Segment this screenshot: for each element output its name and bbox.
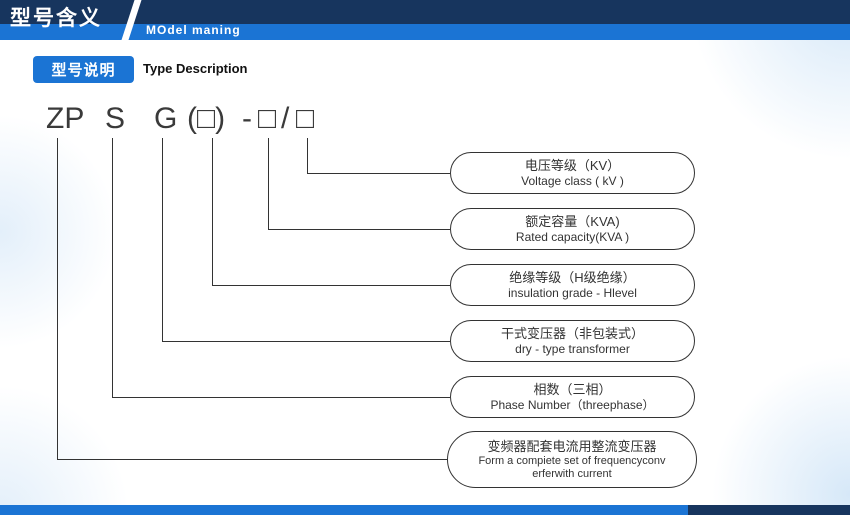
bottom-bar: [0, 505, 850, 515]
pill-phase-number: 相数（三相） Phase Number（threephase）: [450, 376, 695, 418]
code-part-s: S: [105, 102, 126, 135]
connector-line: [307, 173, 450, 174]
pill-insulation-grade: 绝缘等级（H级绝缘） insulation grade - Hlevel: [450, 264, 695, 306]
pill-voltage-class-cn: 电压等级（KV）: [524, 158, 621, 173]
pill-insulation-grade-en: insulation grade - Hlevel: [508, 286, 637, 300]
connector-line: [212, 138, 213, 286]
section-badge: 型号说明: [33, 56, 134, 83]
connector-line: [212, 285, 450, 286]
connector-line: [112, 397, 450, 398]
code-part-g: G: [154, 102, 178, 135]
connector-line: [268, 138, 269, 230]
header: 型号含义 MOdel maning: [0, 0, 850, 40]
pill-rated-capacity-en: Rated capacity(KVA ): [515, 230, 630, 244]
connector-line: [57, 459, 447, 460]
code-part-paren-box: (□): [187, 102, 226, 135]
pill-phase-number-en: Phase Number（threephase）: [490, 398, 655, 412]
code-part-box2: □: [296, 102, 315, 135]
pill-rectifier-transformer-en1: Form a compiete set of frequencyconv: [478, 454, 666, 467]
pill-rated-capacity: 额定容量（KVA) Rated capacity(KVA ): [450, 208, 695, 250]
section-label: Type Description: [143, 61, 248, 76]
bottom-bar-dark-segment: [688, 505, 850, 515]
connector-line: [307, 138, 308, 174]
pill-dry-type: 干式变压器（非包装式） dry - type transformer: [450, 320, 695, 362]
pill-rectifier-transformer-cn: 变频器配套电流用整流变压器: [487, 438, 657, 454]
connector-line: [162, 138, 163, 342]
code-part-dash: -: [242, 102, 252, 135]
pill-rated-capacity-cn: 额定容量（KVA): [525, 214, 620, 229]
connector-line: [162, 341, 450, 342]
pill-insulation-grade-cn: 绝缘等级（H级绝缘）: [509, 270, 636, 285]
header-subtitle: MOdel maning: [146, 23, 241, 37]
connector-line: [268, 229, 450, 230]
pill-voltage-class: 电压等级（KV） Voltage class ( kV ): [450, 152, 695, 194]
code-part-box1: □: [258, 102, 277, 135]
connector-line: [112, 138, 113, 398]
pill-rectifier-transformer: 变频器配套电流用整流变压器 Form a compiete set of fre…: [447, 431, 697, 488]
header-top-bar: [0, 0, 850, 24]
pill-dry-type-cn: 干式变压器（非包装式）: [500, 326, 644, 341]
connector-line: [57, 138, 58, 460]
header-title: 型号含义: [10, 7, 102, 30]
pill-phase-number-cn: 相数（三相）: [533, 382, 612, 397]
pill-rectifier-transformer-en2: erferwith current: [532, 467, 612, 480]
pill-dry-type-en: dry - type transformer: [515, 342, 630, 356]
pill-voltage-class-en: Voltage class ( kV ): [521, 174, 624, 188]
code-part-zp: ZP: [46, 102, 85, 135]
code-part-slash: /: [281, 102, 290, 135]
header-bottom-bar: [0, 24, 850, 40]
